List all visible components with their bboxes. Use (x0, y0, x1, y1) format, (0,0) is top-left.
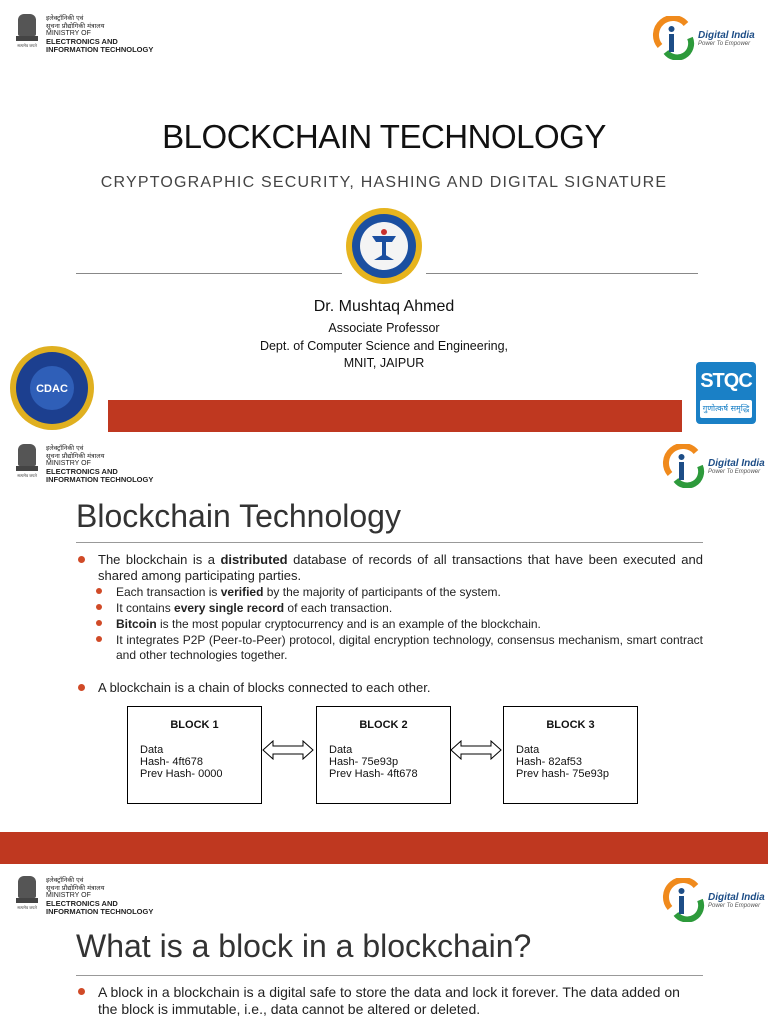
bullet-icon (78, 556, 85, 563)
double-arrow-icon (450, 740, 502, 760)
red-footer-band (108, 400, 682, 432)
digital-india-icon (663, 878, 705, 922)
digital-india-logo: Digital India Power To Empower (662, 878, 765, 922)
heading-rule (76, 542, 703, 543)
blockchain-technology-slide: सत्यमेव जयते इलेक्ट्रॉनिकी एवं सूचना प्र… (0, 434, 768, 866)
digital-india-icon (663, 444, 705, 488)
stqc-logo: STQC गुणोत्कर्ष समृद्धि (696, 362, 756, 424)
cdac-logo-icon: CDAC (10, 346, 94, 430)
bullet-chain-of-blocks: A blockchain is a chain of blocks connec… (78, 680, 703, 696)
bullet-icon (96, 588, 102, 594)
national-emblem-icon: सत्यमेव जयते (14, 876, 40, 912)
ministry-logo: सत्यमेव जयते इलेक्ट्रॉनिकी एवं सूचना प्र… (14, 444, 153, 484)
author-position: Associate Professor (328, 321, 440, 335)
ministry-name: इलेक्ट्रॉनिकी एवं सूचना प्रौद्योगिकी मंत… (46, 444, 154, 484)
ministry-name: इलेक्ट्रॉनिकी एवं सूचना प्रौद्योगिकी मंत… (46, 14, 154, 54)
bullet-icon (78, 684, 85, 691)
bullet-icon (96, 620, 102, 626)
digital-india-icon (653, 16, 695, 60)
bullet-distributed-database: The blockchain is a distributed database… (78, 552, 703, 584)
title-slide: सत्यमेव जयते इलेक्ट्रॉनिकी एवं सूचना प्र… (0, 0, 768, 434)
what-is-a-block-slide: सत्यमेव जयते इलेक्ट्रॉनिकी एवं सूचना प्र… (0, 866, 768, 1024)
sub-bullet-bitcoin: Bitcoin is the most popular cryptocurren… (96, 617, 703, 632)
digital-india-logo: Digital India Power To Empower (652, 16, 755, 60)
author-department: Dept. of Computer Science and Engineerin… (259, 339, 509, 353)
ministry-name: इलेक्ट्रॉनिकी एवं सूचना प्रौद्योगिकी मंत… (46, 876, 154, 916)
double-arrow-icon (262, 740, 314, 760)
divider-right (426, 273, 698, 274)
bullet-icon (96, 636, 102, 642)
sub-bullet-verified: Each transaction is verified by the majo… (96, 585, 703, 600)
slide-heading: What is a block in a blockchain? (76, 928, 532, 964)
ministry-logo: सत्यमेव जयते इलेक्ट्रॉनिकी एवं सूचना प्र… (14, 14, 153, 54)
sub-bullet-p2p: It integrates P2P (Peer-to-Peer) protoco… (96, 633, 703, 663)
presentation-title: BLOCKCHAIN TECHNOLOGY (162, 118, 606, 155)
block-3: BLOCK 3 Data Hash- 82af53 Prev hash- 75e… (503, 706, 638, 804)
bullet-icon (78, 988, 85, 995)
sub-bullet-every-record: It contains every single record of each … (96, 601, 703, 616)
bullet-digital-safe: A block in a blockchain is a digital saf… (78, 984, 703, 1018)
digital-india-logo: Digital India Power To Empower (662, 444, 765, 488)
mnit-seal-icon (346, 208, 422, 284)
national-emblem-icon: सत्यमेव जयते (14, 14, 40, 50)
heading-rule (76, 975, 703, 976)
presentation-subtitle: CRYPTOGRAPHIC SECURITY, HASHING AND DIGI… (100, 174, 668, 191)
red-footer-band (0, 832, 768, 864)
national-emblem-icon: सत्यमेव जयते (14, 444, 40, 480)
author-name: Dr. Mushtaq Ahmed (313, 298, 455, 315)
svg-text:CDAC: CDAC (36, 383, 68, 395)
divider-left (76, 273, 342, 274)
block-2: BLOCK 2 Data Hash- 75e93p Prev Hash- 4ft… (316, 706, 451, 804)
bullet-icon (96, 604, 102, 610)
block-1: BLOCK 1 Data Hash- 4ft678 Prev Hash- 000… (127, 706, 262, 804)
author-institute: MNIT, JAIPUR (343, 356, 425, 370)
slide-heading: Blockchain Technology (76, 498, 401, 534)
ministry-logo: सत्यमेव जयते इलेक्ट्रॉनिकी एवं सूचना प्र… (14, 876, 153, 916)
